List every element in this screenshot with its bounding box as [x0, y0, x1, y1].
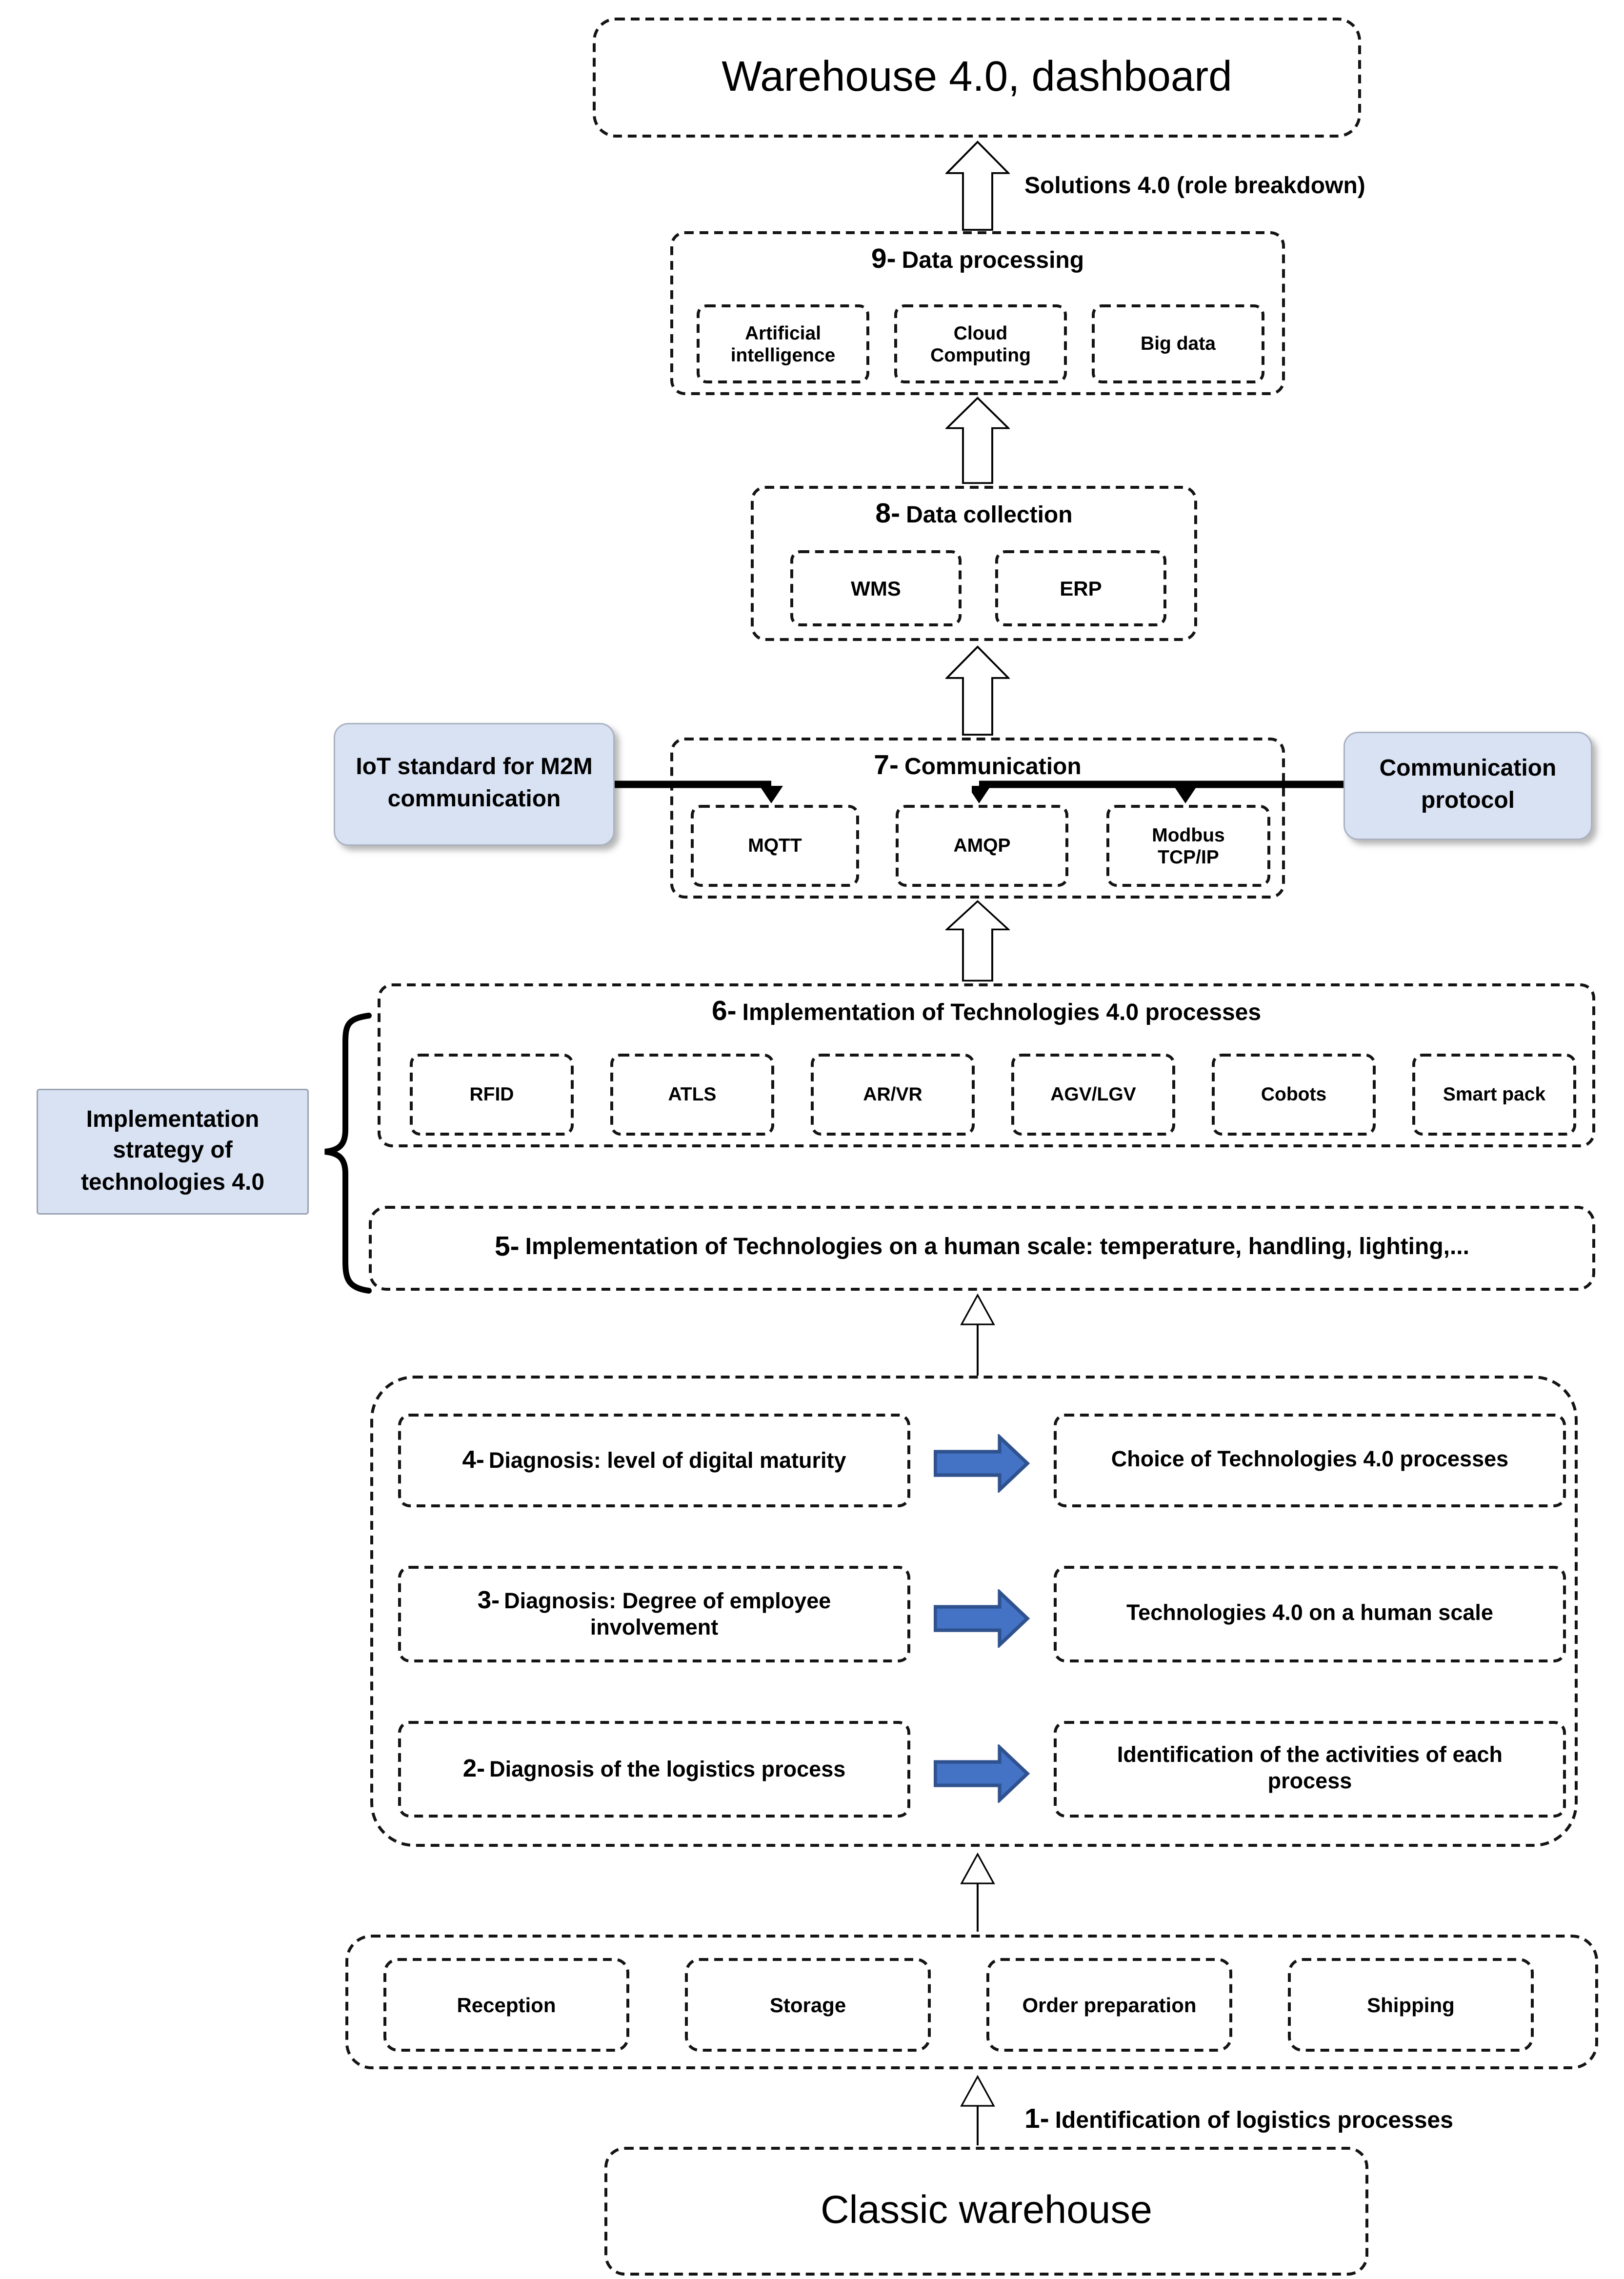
- step-number: 7-: [874, 751, 899, 781]
- step-number: 4-: [462, 1445, 484, 1474]
- shipping-box: Shipping: [1288, 1958, 1534, 2052]
- identification-activities-box: Identification of the activities of each…: [1054, 1721, 1566, 1818]
- technologies-processes-box: 6-Implementation of Technologies 4.0 pro…: [378, 983, 1595, 1147]
- wms-box: WMS: [790, 550, 962, 626]
- solutions-label: Solutions 4.0 (role breakdown): [1024, 174, 1365, 199]
- step-number: 6-: [711, 997, 737, 1027]
- artificial-intelligence-box: Artificial intelligence: [697, 304, 869, 383]
- atls-box: ATLS: [610, 1054, 774, 1136]
- classic-warehouse-box: Classic warehouse: [604, 2147, 1368, 2276]
- up-arrow-icon: [945, 900, 1010, 982]
- big-data-box: Big data: [1092, 304, 1264, 383]
- ar-vr-box: AR/VR: [811, 1054, 975, 1136]
- erp-box: ERP: [995, 550, 1166, 626]
- warehouse-dashboard-box: Warehouse 4.0, dashboard: [593, 18, 1361, 138]
- modbus-box: Modbus TCP/IP: [1106, 805, 1270, 887]
- agv-lgv-box: AGV/LGV: [1011, 1054, 1175, 1136]
- data-processing-title: 9-Data processing: [871, 244, 1084, 275]
- communication-protocol-box: Communication protocol: [1343, 732, 1592, 840]
- cobots-box: Cobots: [1212, 1054, 1376, 1136]
- cloud-computing-box: Cloud Computing: [894, 304, 1067, 383]
- rfid-box: RFID: [410, 1054, 574, 1136]
- protocol-to-amqp-modbus-connector: [972, 780, 1343, 803]
- logistics-processes-container: Reception Storage Order preparation Ship…: [345, 1935, 1598, 2069]
- warehouse-dashboard-label: Warehouse 4.0, dashboard: [722, 54, 1232, 101]
- up-arrow-icon: [945, 645, 1010, 736]
- order-preparation-box: Order preparation: [986, 1958, 1232, 2052]
- step-number: 2-: [462, 1754, 485, 1782]
- technologies-processes-title: 6-Implementation of Technologies 4.0 pro…: [711, 997, 1262, 1027]
- amqp-box: AMQP: [896, 805, 1068, 887]
- diagnosis-2-box: 2-Diagnosis of the logistics process: [398, 1721, 910, 1818]
- right-arrow-icon: [934, 1434, 1030, 1493]
- implementation-strategy-box: Implementation strategy of technologies …: [37, 1089, 309, 1215]
- iot-standard-box: IoT standard for M2M communication: [334, 723, 615, 846]
- step-number: 9-: [871, 244, 896, 275]
- iot-to-mqtt-connector: [615, 780, 783, 803]
- right-arrow-icon: [934, 1589, 1030, 1648]
- choice-technologies-box: Choice of Technologies 4.0 processes: [1054, 1414, 1566, 1507]
- human-scale-box: 5-Implementation of Technologies on a hu…: [369, 1206, 1595, 1291]
- thin-up-arrow-icon: [960, 2075, 995, 2145]
- smart-pack-box: Smart pack: [1412, 1054, 1576, 1136]
- reception-box: Reception: [383, 1958, 629, 2052]
- storage-box: Storage: [685, 1958, 931, 2052]
- brace-icon: [324, 1013, 372, 1294]
- communication-box: 7-Communication MQTT AMQP Modbus TCP/IP: [670, 738, 1285, 899]
- thin-up-arrow-icon: [960, 1853, 995, 1932]
- thin-up-arrow-icon: [960, 1294, 995, 1376]
- identification-logistics-label: 1-Identification of logistics processes: [1024, 2104, 1453, 2135]
- step-number: 5-: [494, 1232, 520, 1263]
- data-processing-box: 9-Data processing Artificial intelligenc…: [670, 231, 1285, 395]
- data-collection-title: 8-Data collection: [875, 499, 1073, 530]
- step-number: 8-: [875, 499, 901, 530]
- classic-warehouse-label: Classic warehouse: [821, 2188, 1152, 2232]
- data-collection-box: 8-Data collection WMS ERP: [751, 486, 1197, 641]
- diagnosis-3-box: 3-Diagnosis: Degree of employee involvem…: [398, 1566, 910, 1662]
- up-arrow-icon: [945, 140, 1010, 231]
- right-arrow-icon: [934, 1744, 1030, 1803]
- technologies-human-scale-box: Technologies 4.0 on a human scale: [1054, 1566, 1566, 1662]
- step-number: 3-: [477, 1586, 500, 1615]
- communication-title: 7-Communication: [874, 751, 1082, 781]
- mqtt-box: MQTT: [691, 805, 859, 887]
- diagnosis-4-box: 4-Diagnosis: level of digital maturity: [398, 1414, 910, 1507]
- up-arrow-icon: [945, 397, 1010, 484]
- step-number: 1-: [1024, 2104, 1049, 2135]
